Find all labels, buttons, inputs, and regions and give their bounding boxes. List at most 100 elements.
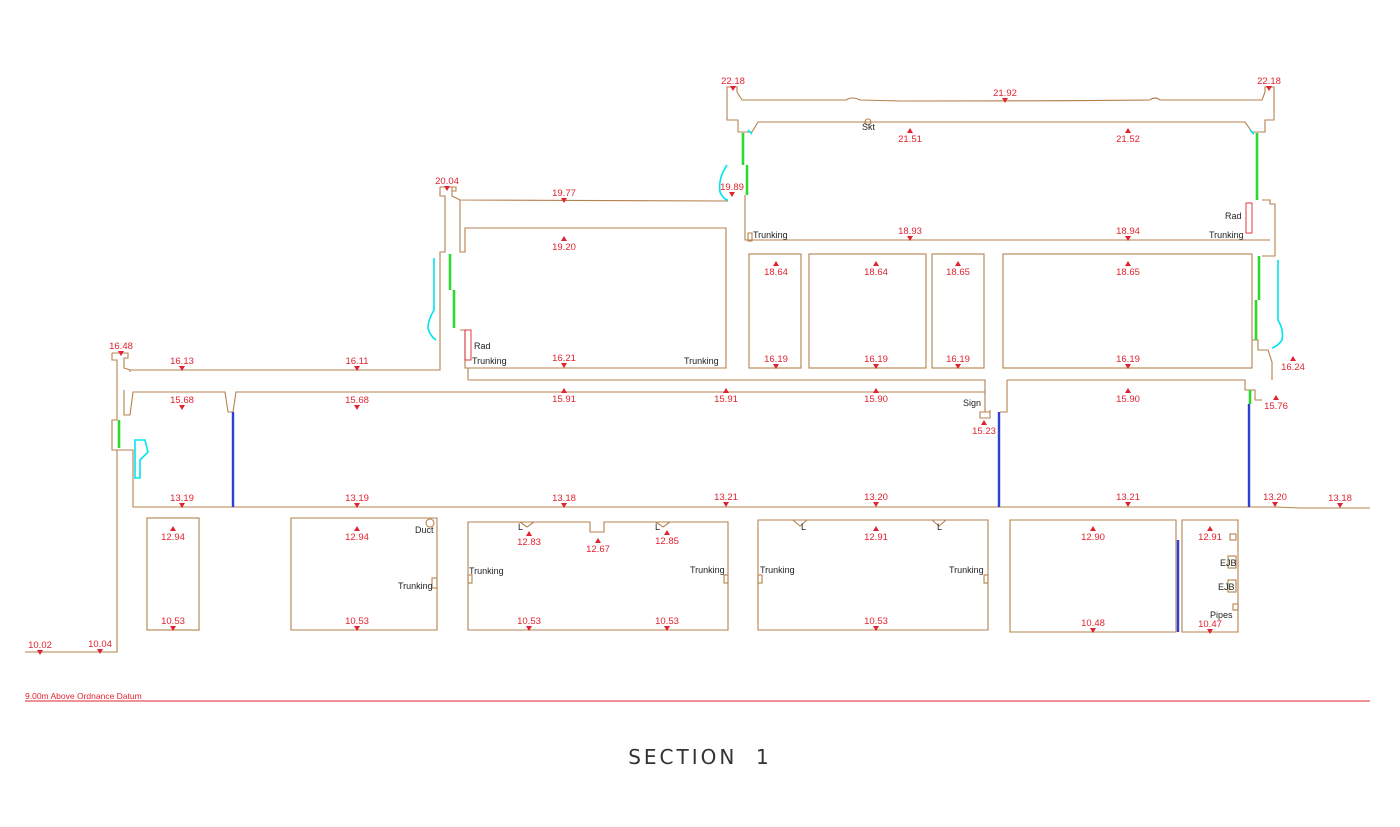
level-floor-ground-d: 10.53 xyxy=(655,616,679,627)
level-marker-floor-ground-f xyxy=(1090,628,1096,633)
level-ceiling-ground-e: 12.85 xyxy=(655,536,679,547)
level-marker-ceiling-ground-e xyxy=(664,530,670,535)
level-parapet-mid: 20.04 xyxy=(435,176,459,187)
level-ceiling-ground-b: 12.94 xyxy=(345,532,369,543)
level-floor-second-d: 16.19 xyxy=(1116,354,1140,365)
level-ext-right-ground-b: 13.18 xyxy=(1328,493,1352,504)
level-ceiling-first-a: 15.68 xyxy=(170,395,194,406)
level-ceiling-second-b: 18.64 xyxy=(864,267,888,278)
label-trunking-g2: Trunking xyxy=(469,566,504,576)
label-trunking-g4: Trunking xyxy=(760,565,795,575)
level-marker-floor-second-a xyxy=(773,364,779,369)
level-sign-level: 15.23 xyxy=(972,426,996,437)
level-marker-ceiling-ground-d xyxy=(595,538,601,543)
label-skt: Skt xyxy=(862,122,876,132)
level-marker-roof-mid xyxy=(561,198,567,203)
level-roof-right-top: 22.18 xyxy=(1257,76,1281,87)
level-marker-floor-ground-c xyxy=(526,626,532,631)
level-ceiling-first-f: 15.90 xyxy=(1116,394,1140,405)
label-rad-3: Rad xyxy=(1225,211,1242,221)
level-marker-floor-second-c xyxy=(955,364,961,369)
level-marker-sign-level xyxy=(981,420,987,425)
level-marker-floor-third-b xyxy=(1125,236,1131,241)
level-marker-ext-right-ground-a xyxy=(1272,502,1278,507)
level-marker-roof-left-a xyxy=(179,366,185,371)
label-light-d: L xyxy=(937,522,942,532)
label-trunking-g1: Trunking xyxy=(398,581,433,591)
level-floor-first-e: 13.20 xyxy=(864,492,888,503)
level-floor-third-b: 18.94 xyxy=(1116,226,1140,237)
label-trunking-g5: Trunking xyxy=(949,565,984,575)
label-light-c: L xyxy=(801,522,806,532)
level-roof-left-a: 16.13 xyxy=(170,356,194,367)
level-marker-ceiling-ground-h xyxy=(1207,526,1213,531)
label-ejb-b: EJB xyxy=(1218,582,1235,592)
level-roof-mid: 19.77 xyxy=(552,188,576,199)
level-marker-ceiling-first-a xyxy=(179,405,185,410)
level-floor-first-f: 13.21 xyxy=(1116,492,1140,503)
level-ceiling-ground-d: 12.67 xyxy=(586,544,610,555)
level-ext-right-mid: 15.76 xyxy=(1264,401,1288,412)
level-ceiling-ground-a: 12.94 xyxy=(161,532,185,543)
level-ceiling-ground-f: 12.91 xyxy=(864,532,888,543)
level-marker-ceiling-third-b xyxy=(1125,128,1131,133)
level-ceiling-third-a: 21.51 xyxy=(898,134,922,145)
level-roof-left-top: 22.18 xyxy=(721,76,745,87)
level-ceiling-first-c: 15.91 xyxy=(552,394,576,405)
level-marker-ceiling-first-d xyxy=(723,388,729,393)
level-marker-ceiling-ground-a xyxy=(170,526,176,531)
label-trunking-3b: Trunking xyxy=(1209,230,1244,240)
level-ext-right-ground-a: 13.20 xyxy=(1263,492,1287,503)
level-marker-floor-second-d xyxy=(1125,364,1131,369)
level-marker-ext-left-a xyxy=(37,650,43,655)
level-marker-floor-ground-e xyxy=(873,626,879,631)
label-trunking-2a: Trunking xyxy=(472,356,507,366)
level-ceiling-second-d: 18.65 xyxy=(1116,267,1140,278)
level-marker-floor-ground-d xyxy=(664,626,670,631)
level-sill-third: 19.89 xyxy=(720,182,744,193)
level-floor-first-c: 13.18 xyxy=(552,493,576,504)
level-marker-ext-right-ground-b xyxy=(1337,503,1343,508)
section-caption: SECTION 1 xyxy=(628,745,772,769)
annotations: Skt Trunking Rad Trunking Rad Trunking T… xyxy=(25,122,1244,769)
level-marker-ceiling-second-b xyxy=(873,261,879,266)
level-markers xyxy=(37,86,1343,655)
level-marker-floor-ground-g xyxy=(1207,629,1213,634)
level-marker-roof-left-b xyxy=(354,366,360,371)
level-ceiling-ground-g: 12.90 xyxy=(1081,532,1105,543)
level-ceiling-second-left: 19.20 xyxy=(552,242,576,253)
level-floor-second-b: 16.19 xyxy=(864,354,888,365)
level-ceiling-ground-c: 12.83 xyxy=(517,537,541,548)
level-floor-third: 18.93 xyxy=(898,226,922,237)
level-marker-ceiling-ground-g xyxy=(1090,526,1096,531)
level-floor-ground-g: 10.47 xyxy=(1198,619,1222,630)
level-floor-second-c: 16.19 xyxy=(946,354,970,365)
label-trunking-3a: Trunking xyxy=(753,230,788,240)
level-marker-sill-third xyxy=(729,192,735,197)
level-marker-ceiling-first-e xyxy=(873,388,879,393)
label-ejb-a: EJB xyxy=(1220,558,1237,568)
level-marker-ceiling-first-b xyxy=(354,405,360,410)
level-ceiling-second-a: 18.64 xyxy=(764,267,788,278)
level-marker-ceiling-third-a xyxy=(907,128,913,133)
level-floor-ground-b: 10.53 xyxy=(345,616,369,627)
label-rad-2: Rad xyxy=(474,341,491,351)
level-marker-floor-ground-b xyxy=(354,626,360,631)
label-trunking-2b: Trunking xyxy=(684,356,719,366)
level-ceiling-first-b: 15.68 xyxy=(345,395,369,406)
level-ext-right-upper: 16.24 xyxy=(1281,362,1305,373)
level-marker-floor-first-e xyxy=(873,502,879,507)
level-marker-ceiling-ground-b xyxy=(354,526,360,531)
level-marker-floor-third xyxy=(907,236,913,241)
level-ceiling-third-b: 21.52 xyxy=(1116,134,1140,145)
level-floor-first-b: 13.19 xyxy=(345,493,369,504)
level-ext-left-a: 10.02 xyxy=(28,640,52,651)
datum-label: 9.00m Above Ordnance Datum xyxy=(25,691,142,701)
level-floor-ground-e: 10.53 xyxy=(864,616,888,627)
level-marker-roof-left-top xyxy=(730,86,736,91)
level-marker-floor-second-b xyxy=(873,364,879,369)
level-ceiling-second-c: 18.65 xyxy=(946,267,970,278)
level-marker-ext-right-mid xyxy=(1273,395,1279,400)
level-ceiling-ground-h: 12.91 xyxy=(1198,532,1222,543)
